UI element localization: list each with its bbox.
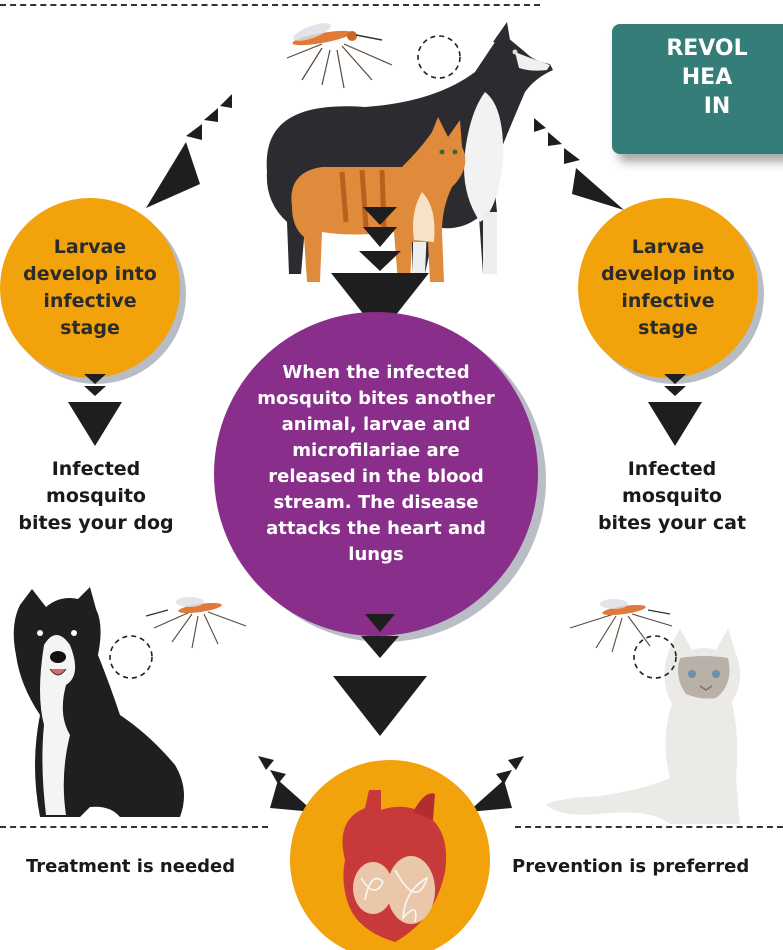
arrow-top-left [140, 88, 240, 218]
cat-label-line-3: bites your cat [582, 510, 762, 537]
right-circle-line-2: develop into [601, 261, 735, 288]
heart-image [285, 750, 495, 950]
center-line-8: lungs [257, 542, 495, 568]
dog-label-line-3: bites your dog [0, 510, 192, 537]
center-line-5: released in the blood [257, 464, 495, 490]
left-circle-line-2: develop into [23, 261, 157, 288]
title-line-3: IN [612, 92, 783, 121]
cat-label-line-1: Infected [582, 456, 762, 483]
cat-label-line-2: mosquito [582, 483, 762, 510]
title-line-2: HEA [612, 63, 783, 92]
center-line-7: attacks the heart and [257, 516, 495, 542]
right-larvae-circle: Larvae develop into infective stage [578, 198, 758, 378]
arrow-top-right [528, 110, 628, 220]
title-box: REVOL HEA IN [612, 24, 783, 154]
left-circle-line-1: Larvae [23, 234, 157, 261]
mosquito-icon-left [142, 592, 252, 652]
bite-dashed-circle-left [106, 632, 156, 682]
title-line-1: REVOL [612, 34, 783, 63]
dog-label-line-2: mosquito [0, 483, 192, 510]
right-circle-line-1: Larvae [601, 234, 735, 261]
prevention-label: Prevention is preferred [512, 856, 749, 877]
arrow-left-down [60, 372, 130, 452]
center-line-1: When the infected [257, 360, 495, 386]
center-line-2: mosquito bites another [257, 386, 495, 412]
treatment-label: Treatment is needed [26, 856, 235, 877]
bottom-left-dashed-line [0, 826, 268, 828]
center-disease-circle: When the infected mosquito bites another… [214, 312, 538, 636]
bite-dashed-circle-right [630, 632, 680, 682]
center-line-3: animal, larvae and [257, 412, 495, 438]
left-circle-line-3: infective [23, 288, 157, 315]
arrow-right-down [640, 372, 710, 452]
dog-bite-label: Infected mosquito bites your dog [0, 456, 192, 537]
dog-label-line-1: Infected [0, 456, 192, 483]
bottom-right-dashed-line [515, 826, 783, 828]
right-circle-line-3: infective [601, 288, 735, 315]
top-dashed-line [0, 4, 540, 6]
arrow-center-down-bottom [325, 612, 435, 740]
left-larvae-circle: Larvae develop into infective stage [0, 198, 180, 378]
left-circle-line-4: stage [23, 315, 157, 342]
right-circle-line-4: stage [601, 315, 735, 342]
cat-bite-label: Infected mosquito bites your cat [582, 456, 762, 537]
center-line-4: microfilariae are [257, 438, 495, 464]
center-line-6: stream. The disease [257, 490, 495, 516]
